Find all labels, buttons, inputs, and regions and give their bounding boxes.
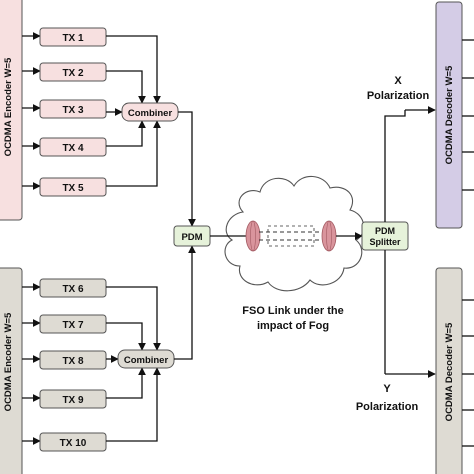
tx-6-box: [39, 278, 107, 298]
combiner-pdm-wires: [174, 111, 196, 360]
y-polarization-line2: Polarization: [356, 401, 419, 413]
x-polarization-line2: Polarization: [367, 90, 430, 102]
tx-8-label: TX 8: [62, 356, 84, 367]
tx-7-box: [39, 314, 107, 334]
fog-cloud: [224, 175, 365, 292]
tx-10-label: TX 10: [60, 438, 87, 449]
pdm-label: PDM: [181, 232, 202, 243]
top-tx-combiner-wires: [106, 35, 161, 187]
tx-group-bottom: TX 6 TX 7 TX 8 TX 9 TX 10: [22, 278, 107, 452]
lens-left-icon: [245, 220, 261, 252]
fso-caption-line1: FSO Link under the: [242, 305, 343, 317]
tx-7-label: TX 7: [62, 320, 84, 331]
tx-8-box: [39, 350, 107, 370]
y-polarization-line1: Y: [383, 383, 391, 395]
pdm-splitter-label-1: PDM: [375, 226, 395, 236]
decoder-top-outputs: [462, 39, 474, 191]
decoder-bottom-outputs: [462, 299, 474, 447]
tx-5-label: TX 5: [62, 183, 84, 194]
splitter-decoder-wires: [384, 106, 436, 378]
tx-2-label: TX 2: [62, 68, 84, 79]
tx-6-label: TX 6: [62, 284, 84, 295]
encoder-bottom-panel: [0, 267, 23, 474]
tx-4-label: TX 4: [62, 143, 84, 154]
tx-1-box: [39, 27, 107, 47]
fso-link: [210, 220, 363, 252]
decoder-top-label: OCDMA Decoder W=5: [444, 65, 455, 164]
lens-right-icon: [321, 220, 337, 252]
encoder-top-panel: [0, 0, 23, 221]
fso-caption-line2: impact of Fog: [257, 320, 329, 332]
bottom-tx-combiner-wires: [106, 286, 161, 442]
decoder-top-panel: [435, 1, 463, 229]
tx-4-box: [39, 137, 107, 157]
tx-1-label: TX 1: [62, 33, 84, 44]
tx-10-box: [39, 432, 107, 452]
decoder-bottom-label: OCDMA Decoder W=5: [444, 322, 455, 421]
tx-5-box: [39, 177, 107, 197]
tx-9-box: [39, 389, 107, 409]
tx-group-top: TX 1 TX 2 TX 3 TX 4 TX 5: [22, 27, 107, 197]
tx-3-label: TX 3: [62, 105, 84, 116]
tx-9-label: TX 9: [62, 395, 84, 406]
tx-3-box: [39, 99, 107, 119]
combiner-top-label: Combiner: [128, 108, 173, 119]
pdm-splitter-label-2: Splitter: [369, 237, 401, 247]
tx-2-box: [39, 62, 107, 82]
encoder-bottom-label: OCDMA Encoder W=5: [3, 312, 14, 411]
x-polarization-line1: X: [394, 75, 402, 87]
combiner-bottom-label: Combiner: [124, 355, 169, 366]
encoder-top-label: OCDMA Encoder W=5: [3, 57, 14, 156]
